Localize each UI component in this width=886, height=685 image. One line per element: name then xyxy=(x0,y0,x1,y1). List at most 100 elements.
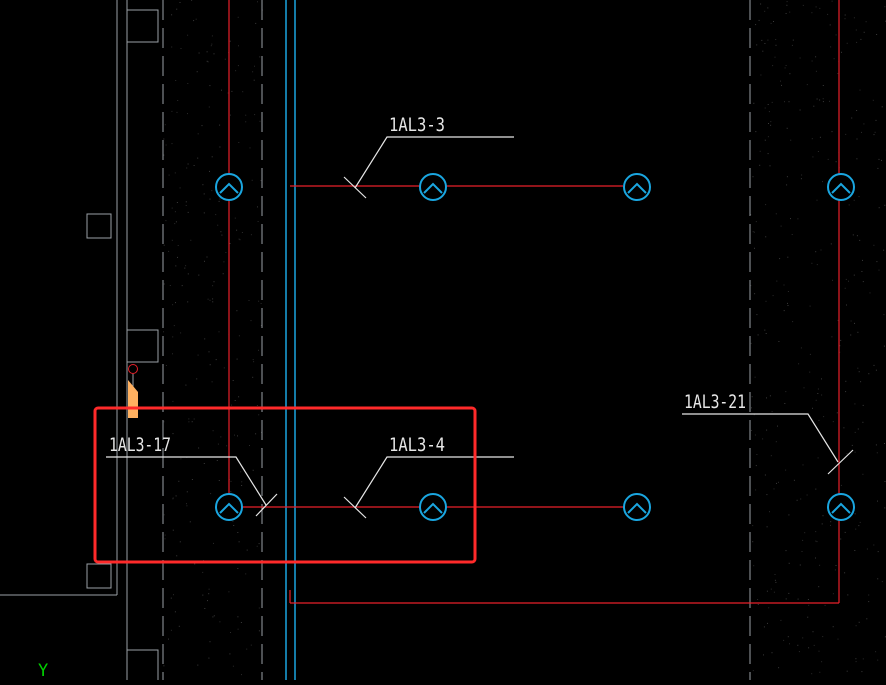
hatch-dot xyxy=(785,391,786,392)
hatch-dot xyxy=(854,17,855,18)
hatch-dot xyxy=(875,132,876,133)
hatch-dot xyxy=(242,91,243,92)
hatch-dot xyxy=(765,236,766,237)
light-fixture-icon[interactable] xyxy=(828,494,854,520)
hatch-dot xyxy=(210,300,211,301)
hatch-dot xyxy=(178,245,179,246)
hatch-dot xyxy=(176,9,177,10)
hatch-dot xyxy=(188,164,189,165)
insertion-marker-icon xyxy=(128,365,138,419)
hatch-dot xyxy=(780,620,781,621)
hatch-dot xyxy=(172,208,173,209)
hatch-dot xyxy=(193,20,194,21)
hatch-dot xyxy=(164,245,165,246)
hatch-dot xyxy=(179,626,180,627)
hatch-dot xyxy=(847,453,848,454)
hatch-texture xyxy=(163,0,886,675)
hatch-dot xyxy=(855,432,856,433)
hatch-dot xyxy=(209,85,210,86)
hatch-dot xyxy=(756,314,757,315)
hatch-dot xyxy=(857,139,858,140)
hatch-dot xyxy=(207,61,208,62)
light-fixture-icon[interactable] xyxy=(420,494,446,520)
hatch-dot xyxy=(764,626,765,627)
hatch-dot xyxy=(786,550,787,551)
light-fixture-icon[interactable] xyxy=(624,494,650,520)
hatch-dot xyxy=(175,302,176,303)
hatch-dot xyxy=(798,599,799,600)
hatch-dot xyxy=(861,671,862,672)
hatch-dot xyxy=(181,48,182,49)
light-fixture-icon[interactable] xyxy=(216,174,242,200)
wall-box-5 xyxy=(127,650,158,680)
hatch-dot xyxy=(214,281,215,282)
light-fixture-icon[interactable] xyxy=(420,174,446,200)
hatch-dot xyxy=(258,350,259,351)
hatch-dot xyxy=(811,263,812,264)
hatch-dot xyxy=(252,180,253,181)
hatch-dot xyxy=(851,118,852,119)
hatch-dot xyxy=(767,623,768,624)
hatch-dot xyxy=(771,455,772,456)
hatch-dot xyxy=(207,51,208,52)
circuit-label-1al3-4[interactable]: 1AL3-4 xyxy=(389,434,445,456)
hatch-dot xyxy=(187,491,188,492)
light-fixture-icon[interactable] xyxy=(624,174,650,200)
hatch-dot xyxy=(209,171,210,172)
hatch-dot xyxy=(175,611,176,612)
light-fixture-icon[interactable] xyxy=(828,174,854,200)
circuit-label-1al3-21[interactable]: 1AL3-21 xyxy=(684,391,746,413)
hatch-dot xyxy=(756,454,757,455)
hatch-dot xyxy=(766,301,767,302)
hatch-dot xyxy=(176,495,177,496)
hatch-dot xyxy=(170,285,171,286)
hatch-dot xyxy=(819,651,820,652)
hatch-dot xyxy=(784,310,785,311)
hatch-dot xyxy=(846,279,847,280)
hatch-dot xyxy=(884,346,885,347)
hatch-dot xyxy=(813,106,814,107)
hatch-dot xyxy=(801,175,802,176)
hatch-dot xyxy=(185,265,186,266)
circuit-label-1al3-17[interactable]: 1AL3-17 xyxy=(109,434,171,456)
hatch-dot xyxy=(210,641,211,642)
hatch-dot xyxy=(833,421,834,422)
hatch-dot xyxy=(220,436,221,437)
hatch-dot xyxy=(855,513,856,514)
hatch-dot xyxy=(212,301,213,302)
hatch-dot xyxy=(225,252,226,253)
hatch-dot xyxy=(770,121,771,122)
hatch-dot xyxy=(180,541,181,542)
hatch-dot xyxy=(789,12,790,13)
hatch-dot xyxy=(819,100,820,101)
hatch-dot xyxy=(255,23,256,24)
hatch-dot xyxy=(254,66,255,67)
hatch-dot xyxy=(210,199,211,200)
hatch-dot xyxy=(173,498,174,499)
hatch-dot xyxy=(784,285,785,286)
hatch-dot xyxy=(754,232,755,233)
hatch-dot xyxy=(866,21,867,22)
light-fixture-icon[interactable] xyxy=(216,494,242,520)
hatch-dot xyxy=(797,218,798,219)
hatch-dot xyxy=(187,35,188,36)
hatch-dot xyxy=(175,265,176,266)
hatch-dot xyxy=(823,85,824,86)
hatch-dot xyxy=(881,160,882,161)
hatch-dot xyxy=(238,17,239,18)
hatch-dot xyxy=(855,452,856,453)
hatch-dot xyxy=(211,190,212,191)
hatch-dot xyxy=(186,503,187,504)
circuit-label-1al3-3[interactable]: 1AL3-3 xyxy=(389,114,445,136)
cyan-tray-lines xyxy=(286,0,295,680)
hatch-dot xyxy=(786,13,787,14)
hatch-dot xyxy=(873,245,874,246)
hatch-dot xyxy=(838,320,839,321)
hatch-dot xyxy=(242,232,243,233)
hatch-dot xyxy=(196,378,197,379)
hatch-dot xyxy=(882,106,883,107)
hatch-dot xyxy=(847,671,848,672)
hatch-dot xyxy=(761,40,762,41)
